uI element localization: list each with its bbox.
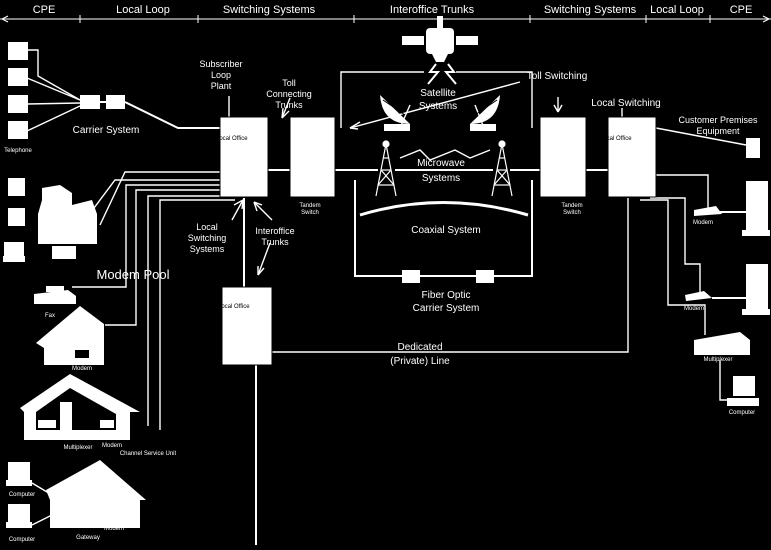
header-switching-systems-right: Switching Systems: [544, 4, 637, 16]
modem-pool-label: Modem Pool: [97, 267, 170, 282]
gateway-label: Gateway: [76, 535, 100, 541]
dedicated-line-line1: Dedicated: [397, 342, 442, 353]
modem-csu-label: Modem: [102, 443, 122, 449]
modem-gateway-label: Modem: [104, 526, 124, 532]
fax-label: Fax: [45, 313, 55, 319]
header-switching-systems-left: Switching Systems: [223, 4, 316, 16]
computer-right-icon: [727, 376, 759, 406]
subscriber-loop-plant-line2: Loop: [211, 70, 231, 80]
satellite-systems-line2: Systems: [419, 101, 457, 112]
modem-right-1-label: Modem: [693, 220, 713, 226]
local-switching-label: Local Switching: [591, 98, 660, 109]
local-office-bottom-label: Local Office: [218, 304, 250, 310]
header-interoffice-trunks: Interoffice Trunks: [390, 4, 475, 16]
header-local-loop-left: Local Loop: [116, 4, 170, 16]
microwave-tower-left-icon: [375, 140, 397, 197]
microwave-tower-right-icon: [491, 140, 513, 197]
local-office-bottom: Local Office: [218, 286, 273, 366]
diagram-labels: Telephone Carrier System Subscriber Loop…: [4, 59, 758, 543]
modem-right-2-icon: [685, 291, 712, 301]
toll-connecting-trunks-line3: Trunks: [275, 100, 303, 110]
customer-premises-equipment-icon: [746, 138, 760, 158]
computer-right-label: Computer: [729, 410, 755, 416]
tandem-switch-left: Tandem Switch: [289, 116, 336, 216]
fiber-optic-line2: Carrier System: [413, 303, 480, 314]
pbx-equipment-icon: [3, 178, 97, 262]
modem-right-2-label: Modem: [684, 306, 704, 312]
carrier-system-icon: [80, 95, 125, 109]
modem-house-icon: [36, 306, 104, 365]
multiplexer-right-icon: [694, 332, 750, 355]
coaxial-system-label: Coaxial System: [411, 225, 480, 236]
local-switching-systems-line1: Local: [196, 222, 218, 232]
microwave-systems-line1: Microwave: [417, 158, 465, 169]
multiplexer-house-icon: [20, 374, 140, 440]
tandem-switch-right-line1: Tandem: [561, 203, 582, 209]
terminal-right-1-icon: [742, 181, 770, 236]
header-cpe-left: CPE: [33, 4, 56, 16]
microwave-signal-icon: [399, 149, 491, 161]
subscriber-loop-plant-line3: Plant: [211, 81, 232, 91]
satellite-dish-left-icon: [380, 95, 410, 131]
channel-service-unit-label: Channel Service Unit: [120, 451, 177, 457]
terminal-right-2-icon: [742, 264, 770, 315]
tandem-switch-left-line2: Switch: [301, 210, 319, 216]
tandem-switch-left-line1: Tandem: [299, 203, 320, 209]
satellite-icon: [402, 16, 478, 85]
fiber-optic-system-icon: [402, 270, 494, 283]
dedicated-line-line2: (Private) Line: [390, 356, 450, 367]
local-switching-systems-line2: Switching: [188, 233, 227, 243]
customer-premises-equipment-line1: Customer Premises: [678, 115, 758, 125]
satellite-systems-line1: Satellite: [420, 88, 456, 99]
toll-connecting-trunks-line2: Connecting: [266, 89, 312, 99]
subscriber-loop-plant-line1: Subscriber: [199, 59, 242, 69]
fiber-optic-line1: Fiber Optic: [422, 290, 471, 301]
gateway-house-icon: [6, 460, 146, 528]
header-cpe-right: CPE: [730, 4, 753, 16]
modem-house-label: Modem: [72, 366, 92, 372]
telephones-icon: [8, 42, 28, 139]
telephone-label: Telephone: [4, 148, 32, 154]
header-local-loop-right: Local Loop: [650, 4, 704, 16]
modem-right-1-icon: [694, 206, 722, 216]
toll-switching-label: Toll Switching: [527, 71, 588, 82]
interoffice-trunks-line2: Trunks: [261, 237, 289, 247]
interoffice-trunks-line1: Interoffice: [255, 226, 294, 236]
satellite-dish-right-icon: [470, 95, 500, 131]
multiplexer-right-label: Multiplexer: [703, 357, 732, 363]
toll-connecting-trunks-line1: Toll: [282, 78, 296, 88]
carrier-system-label: Carrier System: [73, 125, 140, 136]
local-office-right: Local Office: [600, 116, 657, 198]
tandem-switch-right: Tandem Switch: [539, 116, 587, 216]
local-office-left-label: Local Office: [216, 136, 248, 142]
computer-1-label: Computer: [9, 492, 35, 498]
multiplexer-left-label: Multiplexer: [63, 445, 92, 451]
microwave-systems-line2: Systems: [422, 173, 460, 184]
local-switching-systems-line3: Systems: [190, 244, 225, 254]
tandem-switch-right-line2: Switch: [563, 210, 581, 216]
customer-premises-equipment-line2: Equipment: [696, 126, 740, 136]
header-bar: CPE Local Loop Switching Systems Interof…: [0, 2, 771, 23]
local-office-left: Local Office: [216, 116, 269, 198]
computer-2-label: Computer: [9, 537, 35, 543]
local-office-right-label: Local Office: [600, 136, 632, 142]
fax-icon: [34, 286, 76, 304]
